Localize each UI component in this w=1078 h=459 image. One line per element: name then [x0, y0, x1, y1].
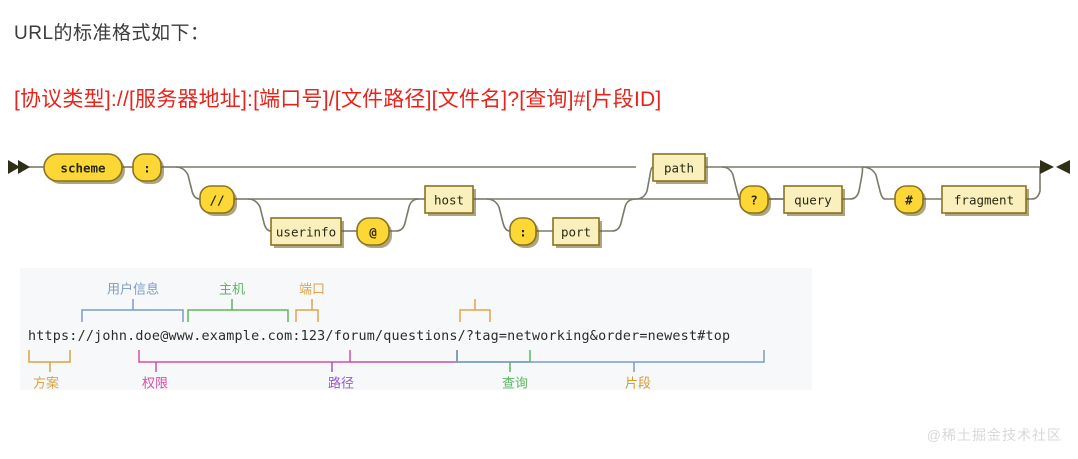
railroad-node-userinfo: userinfo [270, 217, 344, 248]
breakdown-label-host: 主机 [219, 283, 245, 298]
bracket-fragment [456, 350, 765, 372]
railroad-node-port: port [552, 217, 602, 248]
page-title: URL的标准格式如下： [14, 23, 210, 44]
bracket-authority [138, 350, 351, 372]
railroad-node-host: host [424, 185, 476, 216]
watermark: @稀土掘金技术社区 [926, 427, 1062, 443]
bracket-query-top [459, 299, 491, 322]
svg-text:@: @ [369, 225, 377, 240]
breakdown-label-userinfo: 用户信息 [107, 282, 159, 298]
svg-text://: // [209, 193, 224, 208]
railroad-node-at: @ [356, 217, 392, 248]
breakdown-label-authority: 权限 [142, 376, 168, 391]
bracket-port [295, 299, 319, 322]
bracket-scheme [28, 350, 71, 372]
svg-text:port: port [561, 225, 591, 240]
railroad-node-query: query [783, 185, 845, 216]
railroad-node-colon1: : [132, 153, 164, 184]
svg-text:path: path [664, 161, 694, 176]
bracket-query [456, 350, 531, 372]
breakdown-label-port: 端口 [299, 283, 325, 298]
svg-text:host: host [434, 193, 464, 208]
bracket-userinfo [81, 299, 184, 322]
breakdown-label-query: 查询 [502, 377, 528, 391]
railroad-node-hash: # [894, 185, 926, 216]
svg-text:#: # [905, 193, 913, 208]
start-arrow-icon [8, 160, 30, 174]
svg-text::: : [519, 225, 527, 240]
breakdown-url-text: https://john.doe@www.example.com:123/for… [28, 329, 730, 344]
breakdown-label-path: 路径 [328, 376, 354, 391]
url-format-template: [协议类型]://[服务器地址]:[端口号]/[文件路径][文件名]?[查询]#… [14, 88, 662, 111]
railroad-node-question: ? [739, 185, 771, 216]
svg-text:?: ? [750, 193, 758, 208]
url-breakdown-panel: .br{fill:none;stroke-width:1.5;} .cjk{fo… [20, 268, 812, 390]
railroad-node-scheme: scheme [43, 153, 125, 184]
breakdown-label-fragment: 片段 [625, 377, 651, 391]
breakdown-label-scheme: 方案 [33, 376, 59, 391]
railroad-node-path: path [652, 153, 708, 184]
svg-text:userinfo: userinfo [276, 225, 336, 240]
url-railroad-diagram: .rail{fill:none;stroke:#7a7a6a;stroke-wi… [0, 143, 1078, 258]
end-arrow-icon [1040, 160, 1070, 174]
railroad-node-double-slash: // [199, 185, 237, 216]
bracket-host [187, 299, 289, 322]
svg-text:fragment: fragment [954, 193, 1014, 208]
svg-text::: : [143, 161, 151, 176]
svg-text:scheme: scheme [60, 161, 106, 176]
railroad-node-fragment: fragment [941, 185, 1029, 216]
svg-text:query: query [794, 193, 832, 208]
railroad-node-colon2: : [509, 217, 539, 248]
